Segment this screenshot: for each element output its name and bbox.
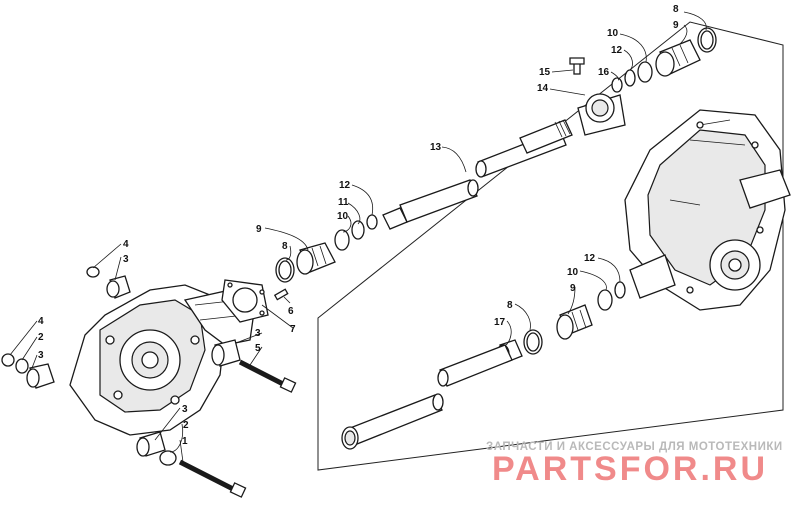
callout-9-top: 9 bbox=[673, 20, 679, 31]
callout-1: 1 bbox=[182, 436, 188, 447]
callout-3-bot: 3 bbox=[182, 404, 188, 415]
callout-3-top: 3 bbox=[123, 254, 129, 265]
callout-14: 14 bbox=[537, 83, 549, 94]
callout-10-top: 10 bbox=[607, 28, 619, 39]
callout-4-top: 4 bbox=[123, 239, 129, 250]
callout-10-low: 10 bbox=[567, 267, 579, 278]
long-bolt-part-1 bbox=[178, 459, 247, 498]
callout-8-top: 8 bbox=[673, 4, 679, 15]
bushing-group-left-top bbox=[86, 266, 131, 299]
bushing-group-center bbox=[211, 339, 241, 367]
callout-12-low: 12 bbox=[584, 253, 596, 264]
callout-7: 7 bbox=[290, 324, 296, 335]
front-driveshaft-assembly bbox=[275, 119, 573, 283]
callout-13: 13 bbox=[430, 142, 442, 153]
callout-11: 11 bbox=[338, 197, 349, 208]
callout-3-mid: 3 bbox=[255, 328, 261, 339]
rear-differential-housing bbox=[624, 109, 791, 311]
watermark-subtitle: ЗАПЧАСТИ И АКСЕССУАРЫ ДЛЯ МОТОТЕХНИКИ bbox=[486, 441, 783, 453]
bolt-part-6 bbox=[273, 288, 289, 301]
callout-17: 17 bbox=[494, 317, 506, 328]
callout-15: 15 bbox=[539, 67, 551, 78]
callout-5: 5 bbox=[255, 343, 261, 354]
callout-6: 6 bbox=[288, 306, 294, 317]
rear-driveshaft-assembly bbox=[341, 281, 626, 450]
watermark-brand: PARTSFOR.RU bbox=[492, 450, 768, 488]
rear-upper-seal-group bbox=[611, 27, 717, 93]
gasket-part-7 bbox=[221, 279, 269, 323]
callout-4-left: 4 bbox=[38, 316, 44, 327]
callout-12-mid: 12 bbox=[339, 180, 351, 191]
callout-10-mid: 10 bbox=[337, 211, 349, 222]
front-differential-housing bbox=[69, 284, 256, 436]
callout-12-top: 12 bbox=[611, 45, 623, 56]
long-bolt-part-5 bbox=[238, 359, 297, 393]
bushing-group-bottom bbox=[136, 431, 177, 466]
callout-3-left: 3 bbox=[38, 350, 44, 361]
bushing-group-left-mid bbox=[1, 353, 55, 389]
callout-16: 16 bbox=[598, 67, 610, 78]
carrier-bearing-part-14 bbox=[569, 57, 626, 136]
callout-9-low: 9 bbox=[570, 283, 576, 294]
callout-9-mid: 9 bbox=[256, 224, 262, 235]
callout-2-bot: 2 bbox=[183, 420, 189, 431]
leader-lines bbox=[9, 11, 707, 463]
callout-8-low: 8 bbox=[507, 300, 513, 311]
callout-8-mid: 8 bbox=[282, 241, 288, 252]
callout-2-left: 2 bbox=[38, 332, 44, 343]
